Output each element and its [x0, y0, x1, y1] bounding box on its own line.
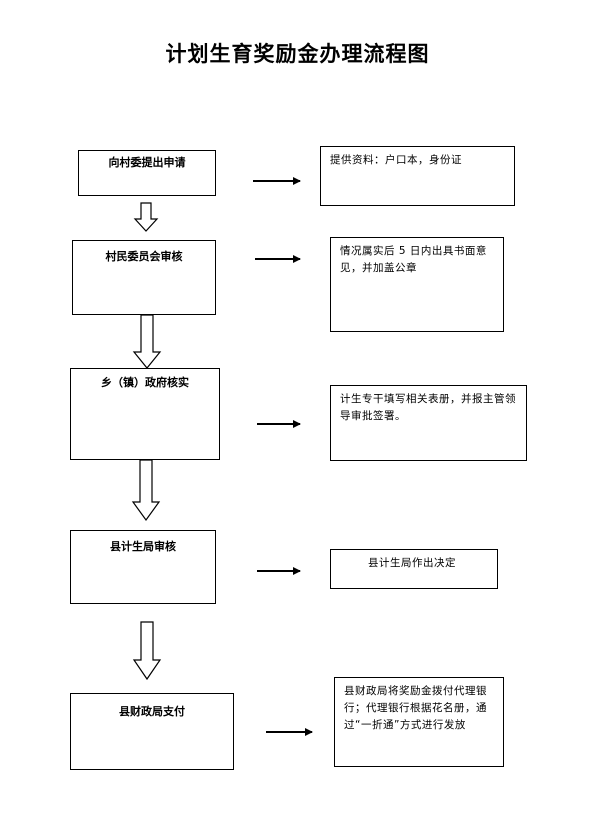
step-box-township-verify: 乡（镇）政府核实: [70, 368, 220, 460]
down-arrow-2: [132, 314, 162, 369]
step-label-apply: 向村委提出申请: [108, 156, 186, 169]
step-box-village-review: 村民委员会审核: [72, 240, 216, 315]
step-label-township-verify: 乡（镇）政府核实: [101, 376, 189, 389]
note-box-county-family-planning-review: 县计生局作出决定: [330, 549, 498, 589]
note-box-township-verify: 计生专干填写相关表册，并报主管领导审批签署。: [330, 385, 527, 461]
down-arrow-4: [132, 621, 162, 681]
note-box-county-finance-payment: 县财政局将奖励金拨付代理银行；代理银行根据花名册，通过“一折通”方式进行发放: [334, 677, 504, 767]
step-box-apply: 向村委提出申请: [78, 150, 216, 196]
step-box-county-family-planning-review: 县计生局审核: [70, 530, 216, 604]
note-box-apply: 提供资料：户口本，身份证: [320, 146, 515, 206]
down-arrow-3: [131, 459, 161, 522]
step-label-village-review: 村民委员会审核: [105, 250, 183, 263]
page-title: 计划生育奖励金办理流程图: [165, 42, 430, 66]
step-label-county-family-planning-review: 县计生局审核: [110, 540, 176, 553]
step-label-county-finance-payment: 县财政局支付: [119, 705, 185, 718]
step-box-county-finance-payment: 县财政局支付: [70, 693, 234, 770]
note-box-village-review: 情况属实后 5 日内出具书面意见，并加盖公章: [330, 237, 504, 332]
down-arrow-1: [133, 202, 159, 232]
